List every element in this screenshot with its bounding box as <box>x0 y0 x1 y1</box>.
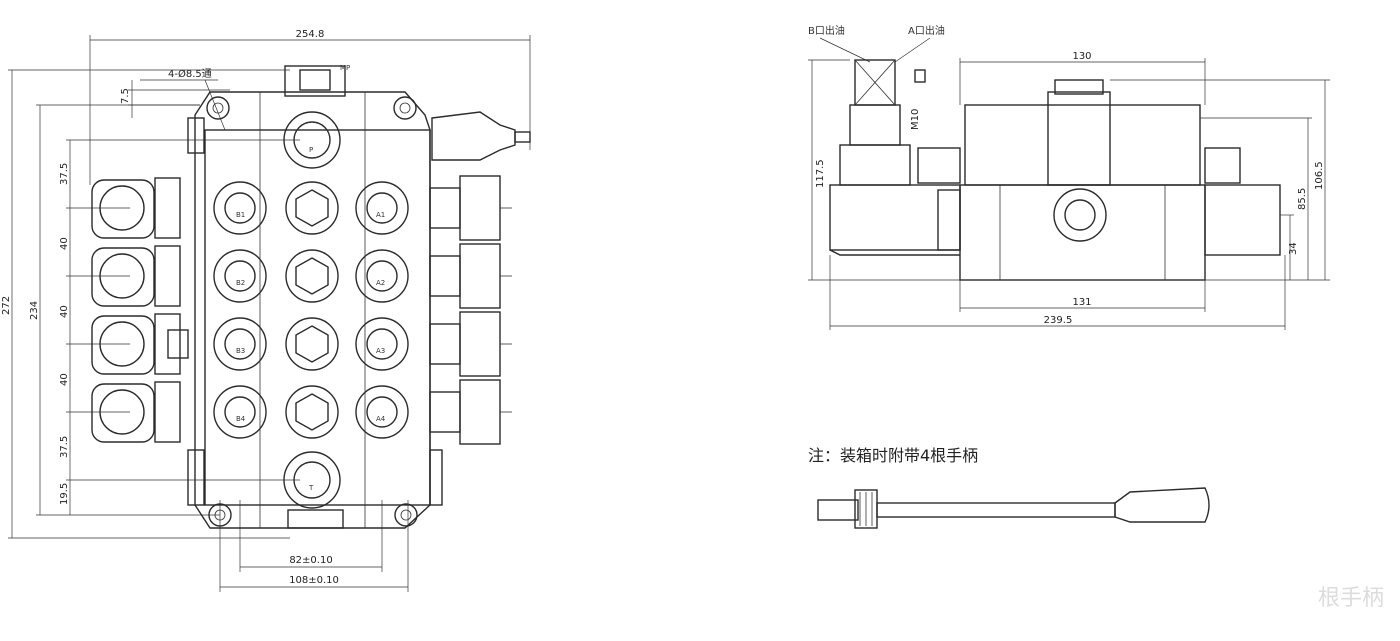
dim-pitch-3: 40 <box>59 373 70 386</box>
dim-height-117: 117.5 <box>815 159 826 188</box>
dim-pitch-bottom: 37.5 <box>59 436 70 458</box>
dim-pitch-top: 37.5 <box>59 163 70 185</box>
port-a2: A2 <box>376 279 385 287</box>
section-row-3: B3 A3 <box>91 311 512 377</box>
dim-height-85: 85.5 <box>1297 188 1308 210</box>
dim-top-width: 130 <box>1072 51 1091 62</box>
label-b-port: B口出油 <box>808 24 845 37</box>
section-row-4: B4 A4 <box>91 379 512 445</box>
dim-offset-top: 7.5 <box>120 88 131 104</box>
dim-height-holes: 234 <box>29 301 40 320</box>
dim-height-106: 106.5 <box>1314 161 1325 190</box>
port-b2: B2 <box>236 279 245 287</box>
dim-thread: M10 <box>910 109 921 130</box>
dim-offset-bottom: 19.5 <box>59 483 70 505</box>
dim-width-108: 108±0.10 <box>289 575 339 586</box>
port-a3: A3 <box>376 347 385 355</box>
handle-drawing <box>817 487 1210 529</box>
section-row-2: B2 A2 <box>91 243 512 309</box>
port-b4: B4 <box>236 415 246 423</box>
watermark-text: 根手柄 <box>1318 586 1384 611</box>
label-mp: MP <box>340 64 350 72</box>
dim-height-total: 272 <box>1 296 12 315</box>
port-a1: A1 <box>376 211 385 219</box>
note-text: 注：装箱时附带4根手柄 <box>808 446 978 465</box>
label-a-port: A口出油 <box>908 24 945 37</box>
port-t: T <box>308 484 314 492</box>
port-b1: B1 <box>236 211 245 219</box>
port-p: P <box>309 146 313 154</box>
dim-hole-spec: 4-Ø8.5通 <box>168 68 212 80</box>
dim-pitch-2: 40 <box>59 305 70 318</box>
front-view: 254.8 4-Ø8.5通 7.5 272 234 37.5 40 40 40 … <box>1 29 531 592</box>
side-view: B口出油 A口出油 M10 130 117.5 <box>808 24 1330 330</box>
dim-height-34: 34 <box>1288 242 1299 255</box>
section-row-1: B1 A1 <box>91 175 512 241</box>
dim-width-239: 239.5 <box>1044 315 1073 326</box>
dim-width-131: 131 <box>1072 297 1091 308</box>
port-b3: B3 <box>236 347 245 355</box>
dim-width-82: 82±0.10 <box>289 555 332 566</box>
dim-pitch-1: 40 <box>59 237 70 250</box>
dim-overall-width: 254.8 <box>296 29 325 40</box>
port-a4: A4 <box>376 415 386 423</box>
